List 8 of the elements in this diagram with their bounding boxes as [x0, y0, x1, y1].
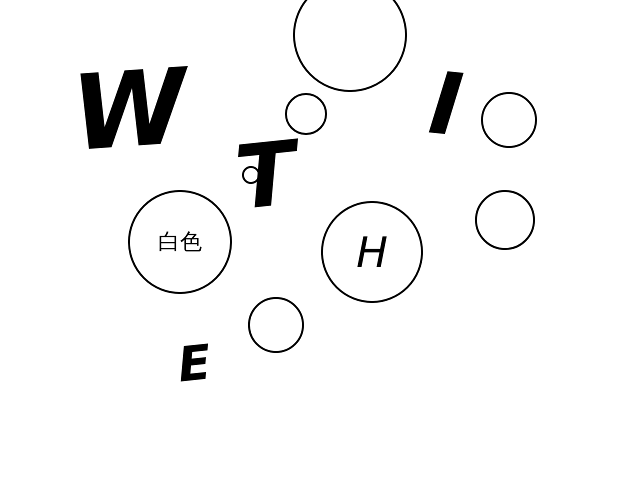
circle-label: H [356, 228, 388, 276]
large-letter: E [176, 338, 214, 390]
circle-shape [285, 93, 327, 135]
large-letter: W [68, 54, 190, 166]
circle-shape [242, 166, 260, 184]
large-letter: T [232, 129, 300, 223]
circle-label: 白色 [158, 229, 202, 257]
large-letter: I [426, 60, 466, 150]
